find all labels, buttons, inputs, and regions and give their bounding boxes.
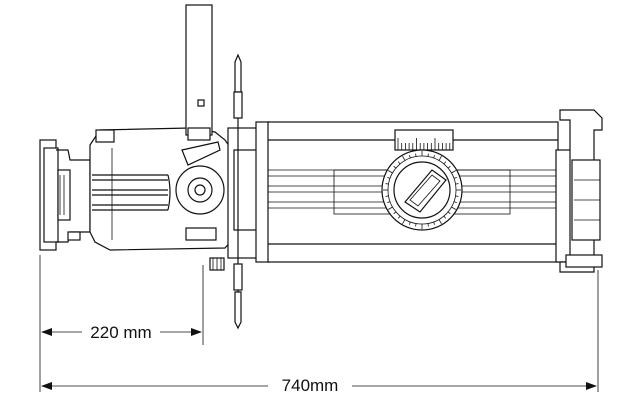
dial-tick bbox=[385, 183, 389, 185]
dial-tick bbox=[388, 206, 393, 210]
dial-tick bbox=[451, 206, 456, 210]
dial-tick bbox=[387, 201, 391, 204]
dimension-partial: 220 mm bbox=[41, 323, 202, 342]
dial-tick bbox=[385, 195, 389, 197]
dial-tick bbox=[397, 161, 401, 165]
dial-tick bbox=[387, 176, 391, 179]
dial-tick bbox=[455, 195, 459, 197]
dial-tick bbox=[438, 156, 442, 161]
pivot-knob bbox=[175, 165, 225, 271]
dial-tick bbox=[415, 153, 417, 157]
dial-tick bbox=[453, 201, 457, 204]
dial-tick bbox=[433, 221, 436, 225]
yoke bbox=[181, 4, 221, 166]
rear-cap bbox=[39, 139, 91, 251]
front-lens-holder bbox=[555, 109, 603, 273]
dial-tick bbox=[451, 170, 456, 174]
dial-tick bbox=[433, 155, 436, 159]
dial-tick bbox=[415, 223, 417, 227]
dial-tick bbox=[447, 211, 451, 215]
dial-tick bbox=[397, 215, 401, 219]
gate-section bbox=[227, 53, 271, 330]
dial-tick bbox=[443, 161, 447, 165]
dial-tick bbox=[455, 183, 459, 185]
dimension-lines: 220 mm 740mm bbox=[39, 255, 599, 395]
dial-tick bbox=[393, 165, 397, 169]
dial-tick bbox=[402, 219, 406, 224]
dial-tick bbox=[408, 155, 411, 159]
dial-tick bbox=[408, 221, 411, 225]
dial-tick bbox=[427, 223, 429, 227]
dial-tick bbox=[393, 211, 397, 215]
dial-tick bbox=[443, 215, 447, 219]
rotation-dial bbox=[381, 149, 463, 231]
dial-tick bbox=[427, 153, 429, 157]
dial-scale-icon bbox=[383, 151, 461, 229]
dimension-total: 740mm bbox=[41, 376, 597, 395]
dial-tick bbox=[447, 165, 451, 169]
dimension-label-partial: 220 mm bbox=[90, 323, 151, 342]
dial-tick bbox=[453, 176, 457, 179]
dimension-label-total: 740mm bbox=[282, 376, 339, 395]
dial-tick bbox=[438, 219, 442, 224]
dial-tick bbox=[388, 170, 393, 174]
dial-tick bbox=[402, 156, 406, 161]
